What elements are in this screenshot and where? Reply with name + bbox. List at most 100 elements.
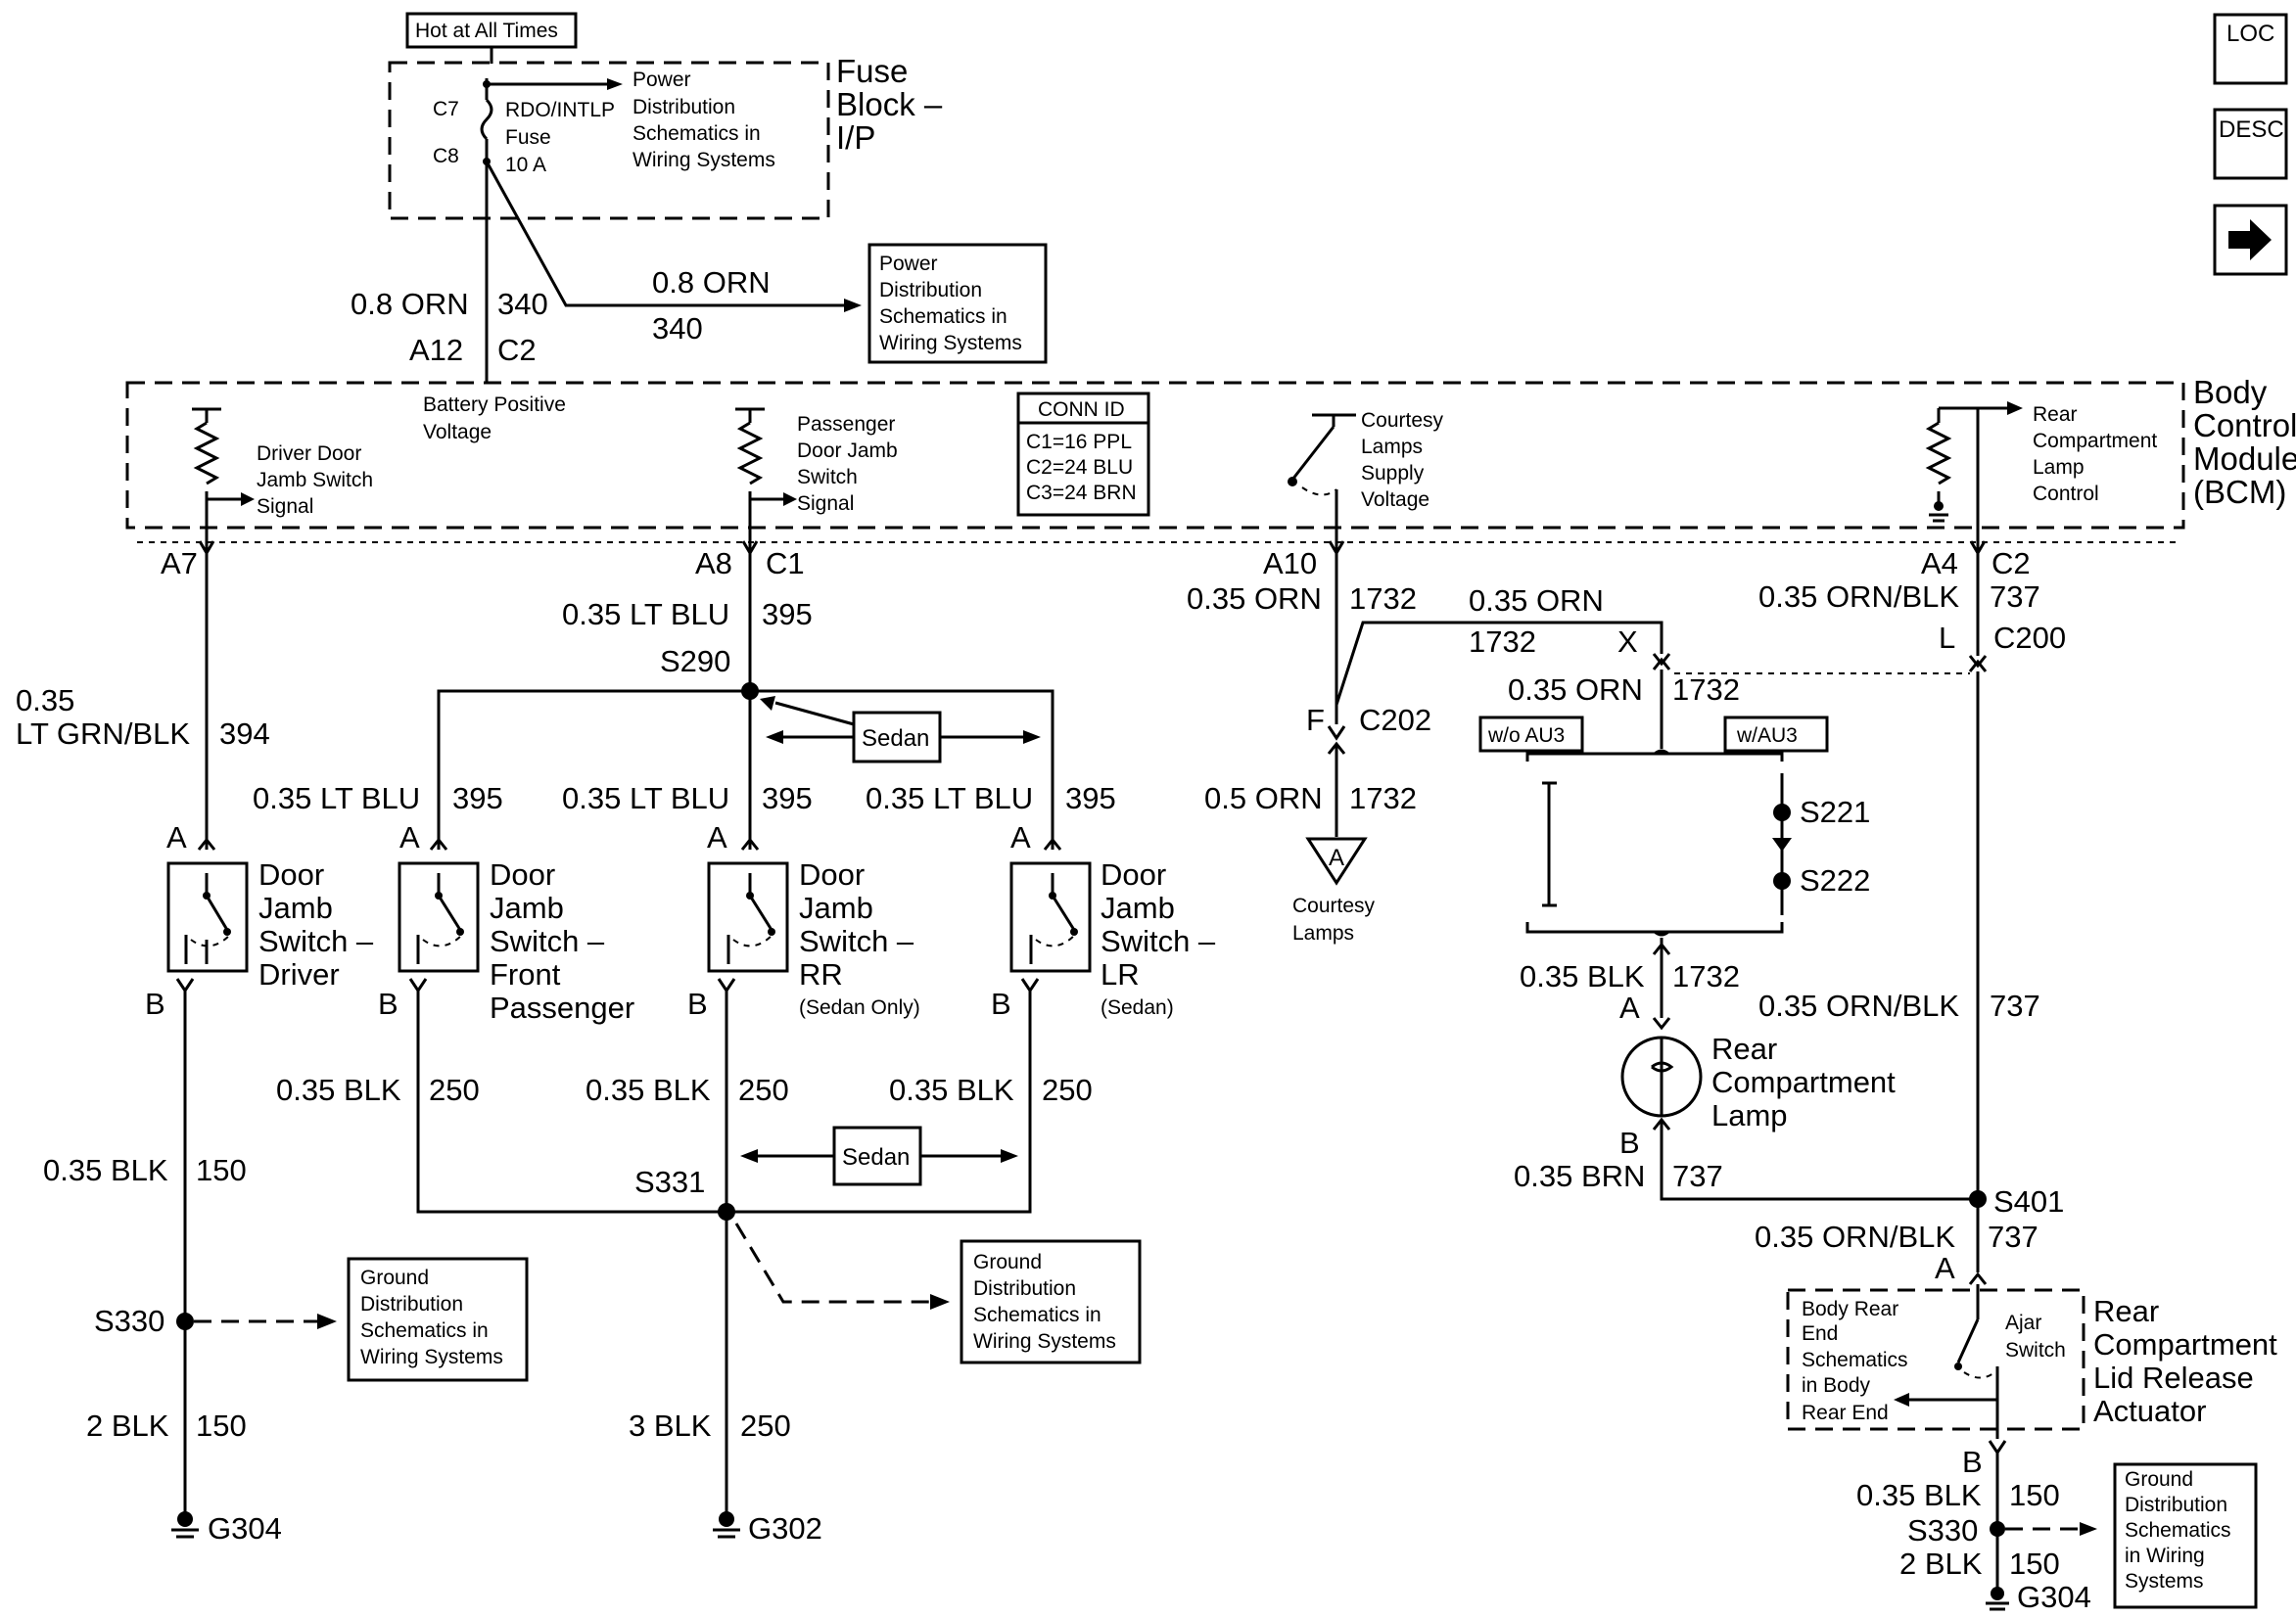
rear-wire3: 0.35 ORN/BLK [1755,1220,1955,1254]
fp-b: B [378,987,398,1021]
rr-label-2: Jamb [799,891,873,925]
fp-circuit-b: 250 [429,1073,480,1107]
rear-circuit3: 737 [1988,1220,2038,1254]
pass-gref-4: Wiring Systems [973,1330,1116,1353]
bcm-title-2: Control [2193,407,2296,443]
driver-splice-s330 [176,1313,194,1330]
next-arrow-button[interactable] [2213,204,2288,276]
desc-button[interactable]: DESC [2213,108,2288,180]
fuse-name-1: RDO/INTLP [505,99,615,121]
rear-body-ref-4: in Body [1802,1374,1871,1397]
rear-ground-ref-box[interactable] [2113,1462,2258,1609]
bcm-pass-3: Switch [797,466,858,488]
rear-body-ref-3: Schematics [1802,1349,1908,1371]
lr-circuit: 395 [1065,781,1116,815]
rear-circuit2: 737 [1990,989,2040,1023]
s221: S221 [1800,795,1870,829]
lr-wire-b: 0.35 BLK [889,1073,1014,1107]
rear-wire4: 0.35 BLK [1856,1478,1982,1512]
pass-wire: 0.35 LT BLU [562,597,729,631]
rear-body-ref-2: End [1802,1322,1838,1345]
fp-a: A [399,820,420,855]
rear-pin-a: A4 [1921,546,1958,580]
rear-wire2: 0.35 ORN/BLK [1758,989,1959,1023]
lr-label-1: Door [1101,857,1166,892]
rr-label-1: Door [799,857,865,892]
feed-ref-1: Power [879,253,938,275]
conn-id-title: CONN ID [1038,398,1125,421]
bcm-pass-1: Passenger [797,413,895,436]
pass-splice2-label: S331 [634,1165,705,1199]
lr-label-2: Jamb [1101,891,1175,925]
fuse-ref-4: Wiring Systems [633,149,775,171]
feed-conn-b: C2 [497,333,537,367]
sedan-label-2: Sedan [842,1144,910,1171]
w-au3: w/AU3 [1736,724,1798,747]
bcm-title-3: Module [2193,440,2296,477]
rr-circuit: 395 [762,781,813,815]
rear-circuit5: 150 [2009,1547,2060,1581]
driver-circuit: 394 [219,716,270,751]
hot-label: Hot at All Times [415,20,558,42]
pass-ground-ref-box[interactable] [960,1239,1142,1364]
conn-id-c2: C2=24 BLU [1026,456,1133,479]
courtesy-lamp-2: Lamps [1292,922,1354,945]
rear-ground-g304: G304 [2017,1580,2091,1614]
feed-ref-box[interactable] [867,243,1048,364]
fp-circuit: 395 [452,781,503,815]
rear-c200: C200 [1993,621,2066,655]
rear-actuator-outline [1786,1288,2085,1431]
bcm-outline [125,381,2185,530]
bcm-courtesy-4: Voltage [1361,488,1429,511]
bcm-rear-4: Control [2033,483,2099,505]
lr-switch [1009,861,1092,973]
courtesy-branch-circuit: 1732 [1469,624,1536,659]
bcm-rear-2: Compartment [2033,430,2157,452]
feed-conn-a: A12 [409,333,463,367]
feed-ref-3: Schematics in [879,305,1007,328]
pass-pin-b: C1 [766,546,805,580]
fp-label-1: Door [490,857,555,892]
pass-circuit-g: 250 [740,1409,791,1443]
courtesy-branch-wire: 0.35 ORN [1469,583,1604,618]
rear-circuit4: 150 [2009,1478,2060,1512]
conn-id-box [1016,392,1150,517]
sedan-label-1: Sedan [862,725,929,752]
feed-left-circuit: 340 [497,287,548,321]
driver-circuit-b: 150 [196,1153,247,1187]
bcm-title-4: (BCM) [2193,474,2286,510]
bcm-pass-4: Signal [797,492,854,515]
bcm-courtesy-1: Courtesy [1361,409,1444,432]
lr-circuit-b: 250 [1042,1073,1093,1107]
feed-ref-2: Distribution [879,279,982,301]
bcm-battery-2: Voltage [423,421,492,443]
rear-pin-b: C2 [1991,546,2031,580]
fuse-block-outline [388,61,830,220]
lr-a: A [1010,820,1031,855]
loc-button[interactable]: LOC [2213,13,2288,85]
rear-splice-label: S401 [1993,1184,2064,1219]
bcm-courtesy-2: Lamps [1361,436,1423,458]
pass-splice-s331 [718,1203,735,1221]
rear-lamp-label-2: Compartment [1711,1065,1896,1099]
courtesy-wire5: 0.35 BRN [1514,1159,1645,1193]
rear-act-b: B [1962,1445,1983,1479]
driver-ground-ref-box[interactable] [347,1257,529,1382]
courtesy-wire: 0.35 ORN [1187,581,1322,616]
fp-label-2: Jamb [490,891,564,925]
rear-gref-2: Distribution [2125,1494,2227,1516]
rear-body-ref-5: Rear End [1802,1402,1889,1424]
rear-wire: 0.35 ORN/BLK [1758,579,1959,614]
conn-id-c3: C3=24 BRN [1026,482,1137,504]
pass-circuit: 395 [762,597,813,631]
courtesy-wire4: 0.35 BLK [1520,959,1645,993]
rear-gref-4: in Wiring [2125,1545,2205,1567]
courtesy-wire3: 0.35 ORN [1508,672,1643,707]
pass-pin-a: A8 [695,546,732,580]
driver-gref-4: Wiring Systems [360,1346,503,1368]
driver-sw-label-4: Driver [258,957,340,992]
driver-ground-g304: G304 [208,1511,282,1546]
courtesy-lamp-1: Courtesy [1292,895,1376,917]
arrow-right-icon [2228,219,2272,260]
